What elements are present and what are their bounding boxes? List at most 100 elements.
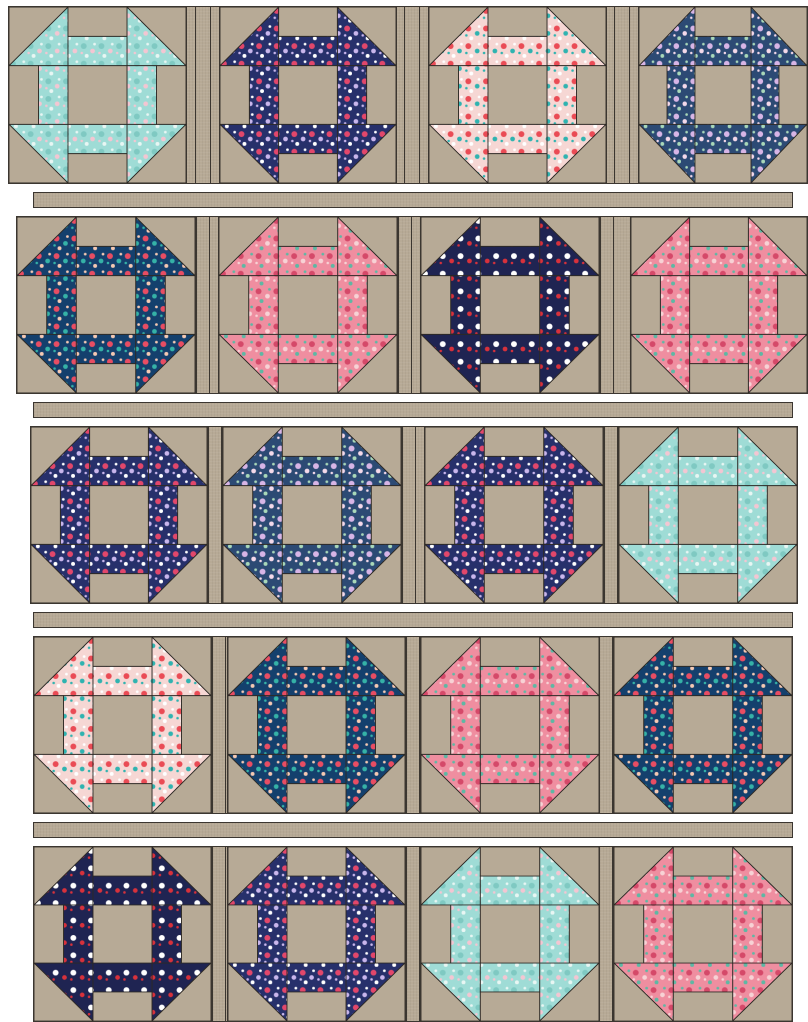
bar-left-background [228,696,258,755]
bar-top [93,876,152,905]
bar-right-background [376,905,406,963]
bar-left [258,696,288,755]
bar-left-background [34,696,64,755]
bar-right [540,696,570,755]
bar-top [480,876,539,905]
bar-bottom [484,544,543,573]
vertical-sashing-strip [208,426,222,604]
bar-top-background [68,7,127,36]
bar-right-background [779,66,807,125]
vertical-sashing-strip [404,6,420,184]
bar-bottom-background [695,154,751,183]
bar-bottom-background [484,574,543,603]
block-artwork [220,7,396,183]
bar-right-background [762,905,792,963]
churn-dash-block-pink-fern-floral [613,846,793,1022]
bar-top [90,456,149,485]
bar-top-background [480,847,539,876]
vertical-sashing-strip [402,426,416,604]
block-artwork [619,427,797,603]
vertical-sashing-strip [196,216,210,394]
center-square [90,486,149,545]
bar-left [649,486,679,545]
block-artwork [223,427,401,603]
bar-left-background [31,486,60,545]
bar-bottom-background [690,364,749,393]
bar-bottom [76,334,135,363]
center-square [287,696,346,755]
bar-bottom [673,963,732,992]
bar-left [64,905,94,963]
block-artwork [34,847,211,1021]
bar-left [451,905,481,963]
bar-bottom-background [278,364,337,393]
bar-bottom [278,334,337,363]
block-artwork [421,637,599,813]
bar-right [127,66,157,125]
bar-right [346,696,376,755]
horizontal-sashing-strip [33,192,793,208]
block-artwork [639,7,807,183]
bar-right-background [778,276,807,335]
bar-left-background [34,905,64,963]
bar-left [451,696,481,755]
churn-dash-block-navy-floral [424,426,604,604]
vertical-sashing-strip [212,846,226,1022]
bar-left-background [421,696,451,755]
bar-top-background [287,637,346,666]
bar-top-background [278,217,337,246]
bar-top [695,36,751,65]
bar-top [93,666,152,695]
churn-dash-block-aqua-floral [420,846,600,1022]
bar-left-background [639,66,667,125]
bar-left [667,66,695,125]
bar-right [540,276,570,335]
bar-top-background [76,217,135,246]
bar-right-background [165,276,195,335]
bar-left [660,276,689,335]
bar-right-background [569,905,599,963]
bar-left [39,66,69,125]
block-artwork [429,7,606,183]
bar-top-background [673,637,732,666]
block-artwork [228,847,405,1021]
bar-bottom [480,334,539,363]
churn-dash-block-navy-floral [227,846,406,1022]
bar-left-background [17,276,47,335]
center-square [93,905,152,963]
bar-top-background [90,427,149,456]
churn-dash-block-coral-floral [33,636,212,814]
churn-dash-block-deep-teal-floral [227,636,406,814]
block-artwork [219,217,397,393]
bar-bottom-background [90,574,149,603]
bar-top [673,666,732,695]
bar-top [278,246,337,275]
bar-bottom-background [68,154,127,183]
bar-top [678,456,737,485]
center-square [93,696,152,755]
vertical-sashing-strip [406,636,420,814]
bar-bottom-background [488,154,547,183]
bar-bottom [93,963,152,992]
vertical-sashing-strip [195,6,211,184]
bar-top-background [287,847,346,876]
bar-left [249,276,279,335]
bar-bottom [488,124,547,153]
bar-bottom [690,334,749,363]
bar-right [338,276,368,335]
bar-right [738,486,768,545]
bar-top-background [488,7,547,36]
bar-top [480,666,539,695]
center-square [678,486,737,545]
bar-top [76,246,135,275]
bar-bottom [673,754,732,783]
bar-right [733,905,763,963]
bar-bottom-background [279,154,338,183]
center-square [480,276,539,335]
bar-right-background [371,486,401,545]
bar-right [733,696,763,755]
bar-top [287,666,346,695]
bar-bottom [93,754,152,783]
bar-bottom [68,124,127,153]
bar-left [644,696,674,755]
